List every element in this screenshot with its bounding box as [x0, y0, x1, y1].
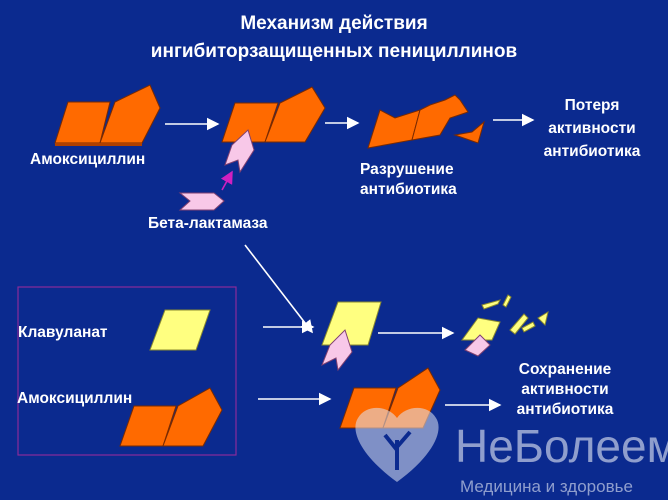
arrow-enzyme-to-clavulanate [244, 244, 313, 334]
beta-lactamase-enzyme [178, 192, 225, 211]
label-loss-1: Потеря [565, 97, 620, 114]
title-line-1: Механизм действия [240, 13, 427, 34]
label-loss-3: антибиотика [544, 143, 641, 160]
label-destruction-1: Разрушение [360, 161, 454, 178]
label-loss-2: активности [548, 120, 635, 137]
amoxicillin-book-attacked [221, 86, 326, 174]
amoxicillin-book-top [54, 84, 161, 146]
label-amoxicillin-bottom: Амоксициллин [17, 390, 132, 407]
inactivated-enzyme-fragments [461, 294, 549, 357]
label-preservation-3: антибиотика [517, 401, 614, 418]
watermark-brand: НеБолеем [455, 420, 668, 472]
destroyed-antibiotic [367, 94, 485, 149]
arrow-enzyme [220, 170, 233, 191]
title-line-2: ингибиторзащищенных пенициллинов [151, 41, 517, 62]
label-preservation-1: Сохранение [519, 361, 612, 378]
combination-box [17, 286, 237, 456]
label-destruction-2: антибиотика [360, 181, 457, 198]
beta-lactamase-enzyme-bound [224, 129, 255, 174]
label-preservation-2: активности [521, 381, 608, 398]
amoxicillin-book-bottom [119, 387, 223, 447]
label-beta-lactamase: Бета-лактамаза [148, 215, 268, 232]
clavulanate-bound-enzyme [321, 301, 382, 372]
watermark-tagline: Медицина и здоровье [460, 477, 633, 496]
clavulanate-shape [149, 309, 211, 351]
label-clavulanate: Клавуланат [18, 324, 108, 341]
watermark-logo [355, 407, 439, 482]
label-amoxicillin-top: Амоксициллин [30, 151, 145, 168]
